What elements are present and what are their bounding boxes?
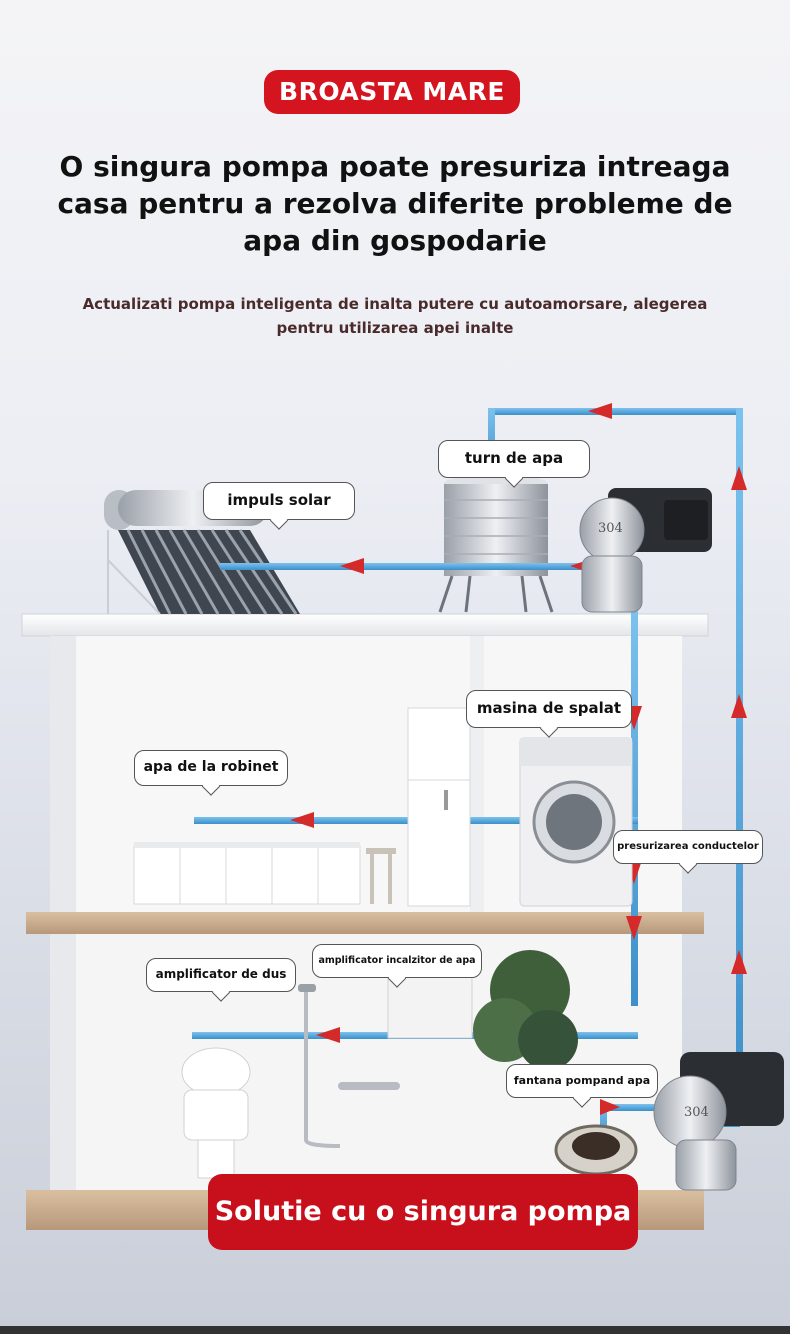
callout-solar: impuls solar — [203, 482, 355, 520]
water-tower-tank — [438, 474, 554, 613]
callout-pipe-pressure: presurizarea conductelor — [613, 830, 763, 864]
fridge — [407, 707, 471, 907]
top-badge: BROASTA MARE — [264, 70, 520, 114]
callout-shower: amplificator de dus — [146, 958, 296, 992]
washing-machine — [519, 737, 633, 907]
callout-well: fantana pompand apa — [506, 1064, 658, 1098]
callout-faucet: apa de la robinet — [134, 750, 288, 786]
roof-slab — [21, 613, 709, 637]
floor-slab — [26, 912, 704, 934]
subline: Actualizati pompa inteligenta de inalta … — [82, 295, 708, 337]
headline: O singura pompa poate presuriza intreaga… — [57, 150, 733, 257]
well — [554, 1124, 638, 1176]
tree — [473, 950, 578, 1070]
bottom-pump: 304 — [653, 1052, 784, 1191]
top-pump: 304 — [579, 488, 712, 613]
bottom-pump-label: 304 — [684, 1105, 709, 1120]
solution-banner: Solutie cu o singura pompa — [208, 1174, 638, 1250]
bottom-strip — [0, 1326, 790, 1334]
callout-water-heater: amplificator incalzitor de apa — [312, 944, 482, 978]
callout-washing-machine: masina de spalat — [466, 690, 632, 728]
bathroom — [181, 971, 473, 1179]
callout-water-tower: turn de apa — [438, 440, 590, 478]
top-pump-label: 304 — [598, 521, 623, 536]
kitchen-counter — [133, 842, 396, 905]
